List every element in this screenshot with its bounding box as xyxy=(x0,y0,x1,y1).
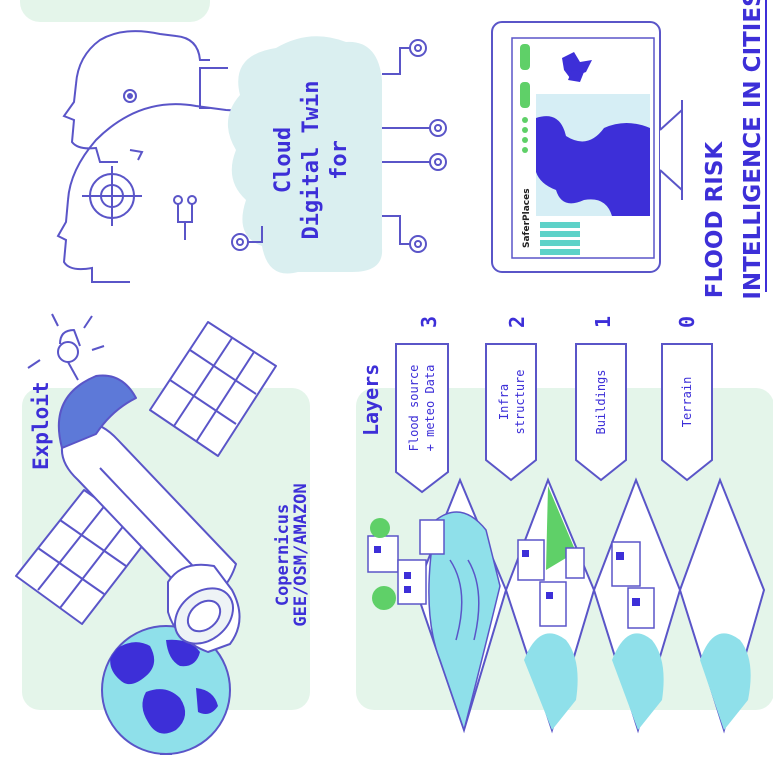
ui-green-bar-2 xyxy=(520,82,530,108)
layer-2-number: 2 xyxy=(505,316,529,328)
layer-callout-0 xyxy=(661,343,713,482)
layer-sheet-flood xyxy=(367,477,508,734)
layer-3-label-1: Flood source xyxy=(407,365,421,452)
layers-title: Layers xyxy=(359,364,383,436)
saferplaces-monitor: SaferPlaces xyxy=(491,21,683,273)
exploit-title: Exploit xyxy=(29,381,53,470)
map-island-2 xyxy=(568,70,584,82)
ui-dot-2 xyxy=(522,127,528,133)
map-island-1 xyxy=(562,52,592,78)
ui-green-bar-1 xyxy=(520,44,530,70)
cloud-line-2: Digital Twin xyxy=(299,81,324,240)
ui-teal-line-2 xyxy=(540,231,580,237)
layer-label-0: Terrain 0 xyxy=(661,316,713,482)
cloud-line-3: for xyxy=(327,140,352,180)
layer-2-label-2: structure xyxy=(513,369,527,434)
layer-callout-2 xyxy=(485,343,537,482)
layer-label-2: Infra structure 2 xyxy=(485,316,537,482)
monitor-app-name: SaferPlaces xyxy=(522,188,532,248)
headline: FLOOD RISK INTELLIGENCE IN CITIES xyxy=(702,0,767,300)
exploit-sources-1: Copernicus xyxy=(273,504,293,606)
satellite-icon xyxy=(15,313,277,653)
ui-dot-1 xyxy=(522,117,528,123)
ui-dot-4 xyxy=(522,147,528,153)
layer-1-label-1: Buildings xyxy=(594,369,608,434)
cloud-line-1: Cloud xyxy=(271,127,296,193)
layer-3-label-2: + meteo Data xyxy=(423,365,437,452)
layer-sheet-terrain xyxy=(678,477,766,734)
earth-globe-icon xyxy=(101,625,231,755)
ui-teal-line-1 xyxy=(540,222,580,228)
layer-1-number: 1 xyxy=(591,316,615,328)
layer-sheet-buildings xyxy=(592,477,682,734)
layer-label-3: Flood source + meteo Data 3 xyxy=(395,316,449,494)
cloud-connectors xyxy=(231,39,447,253)
ui-dot-3 xyxy=(522,137,528,143)
cloud-text: Cloud Digital Twin for xyxy=(271,81,352,240)
top-panel-fragment xyxy=(20,0,210,22)
layer-callout-3 xyxy=(395,343,449,494)
cloud-shape xyxy=(227,36,383,274)
ui-teal-line-3 xyxy=(540,240,580,246)
layer-sheet-infrastructure xyxy=(504,477,596,734)
map-land xyxy=(536,116,650,216)
headline-line-1: FLOOD RISK xyxy=(702,141,728,299)
layer-3-number: 3 xyxy=(417,316,441,328)
layer-callout-1 xyxy=(575,343,627,482)
layer-label-1: Buildings 1 xyxy=(575,316,627,482)
layer-0-label-1: Terrain xyxy=(680,377,694,428)
ui-teal-line-4 xyxy=(540,249,580,255)
headline-line-2: INTELLIGENCE IN CITIES xyxy=(740,0,766,300)
layer-2-label-1: Infra xyxy=(497,384,511,420)
monitor-stand xyxy=(659,107,683,193)
exploit-sources-2: GEE/OSM/AMAZON xyxy=(291,483,311,626)
layer-0-number: 0 xyxy=(675,316,699,328)
